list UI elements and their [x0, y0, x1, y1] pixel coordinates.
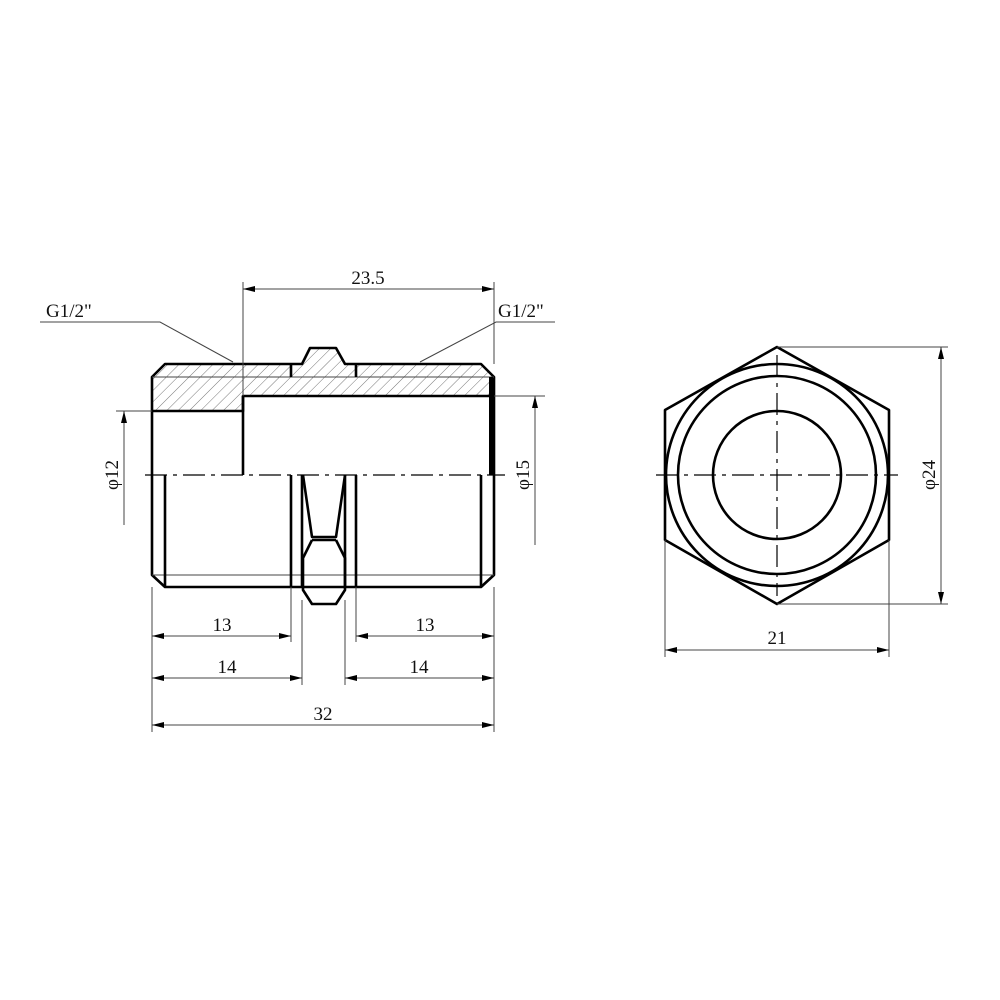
side-view: G1/2" G1/2" 23.5 φ12 φ15 13 13 14 14 32	[40, 268, 555, 732]
outer-profile-top	[150, 346, 496, 475]
ext-lines-bottom	[151, 587, 495, 732]
dim-body-right: 14	[410, 657, 430, 678]
hex-flat-curve	[301, 474, 347, 542]
dim-thread-left: 13	[213, 615, 232, 636]
dim-inner-diameter-left: φ12	[102, 460, 123, 490]
ext-lines-21	[664, 540, 890, 657]
ext-lines-phi24	[777, 346, 948, 605]
section-hatch	[152, 348, 494, 411]
hex-flat-face	[301, 539, 347, 606]
thread-label-right: G1/2"	[498, 301, 544, 322]
groove-top	[289, 364, 358, 377]
thread-leader-left	[40, 321, 234, 363]
dim-bore-length: 23.5	[351, 268, 384, 289]
thread-leader-right	[419, 321, 555, 363]
dim-across-corners: φ24	[919, 460, 940, 490]
dim-total-length: 32	[314, 704, 333, 725]
dim-across-flats: 21	[768, 628, 787, 649]
thread-end-lines	[163, 475, 483, 587]
dim-thread-right: 13	[416, 615, 435, 636]
ext-lines-23-5	[242, 282, 495, 396]
outer-profile-bottom	[150, 411, 496, 589]
end-view: φ24 21	[656, 345, 948, 657]
thread-label-left: G1/2"	[46, 301, 92, 322]
dim-inner-diameter-right: φ15	[513, 460, 534, 490]
hex-edge-lines	[300, 475, 347, 587]
dim-body-left: 14	[218, 657, 238, 678]
